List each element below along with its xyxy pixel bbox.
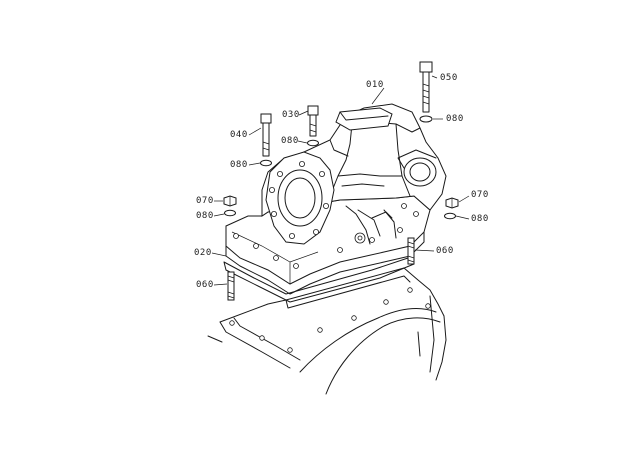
washer-080-top-center bbox=[307, 139, 319, 147]
bolt-030 bbox=[307, 105, 319, 137]
callout-070-left[interactable]: 070 bbox=[196, 196, 214, 206]
stud-060-right bbox=[407, 237, 415, 265]
front-flange-bore bbox=[265, 151, 335, 245]
callout-040[interactable]: 040 bbox=[230, 130, 248, 140]
stud-060-left bbox=[227, 271, 235, 301]
nut-070-right bbox=[445, 197, 459, 209]
callout-050[interactable]: 050 bbox=[440, 73, 458, 83]
callout-010[interactable]: 010 bbox=[366, 80, 384, 90]
washer-080-left-lower bbox=[224, 209, 236, 217]
callout-080-top-right[interactable]: 080 bbox=[446, 114, 464, 124]
bolt-040 bbox=[260, 113, 272, 157]
callout-020[interactable]: 020 bbox=[194, 248, 212, 258]
washer-080-right-lower bbox=[444, 212, 456, 220]
nut-070-left bbox=[223, 195, 237, 207]
callout-030[interactable]: 030 bbox=[282, 110, 300, 120]
bolt-050 bbox=[419, 61, 433, 113]
washer-080-left-upper bbox=[260, 159, 272, 167]
callout-080-left-lower[interactable]: 080 bbox=[196, 211, 214, 221]
washer-080-top-right bbox=[419, 115, 433, 123]
callout-060-right[interactable]: 060 bbox=[436, 246, 454, 256]
callout-060-left[interactable]: 060 bbox=[196, 280, 214, 290]
callout-080-right-lower[interactable]: 080 bbox=[471, 214, 489, 224]
callout-080-top-center[interactable]: 080 bbox=[281, 136, 299, 146]
callout-070-right[interactable]: 070 bbox=[471, 190, 489, 200]
engine-block-outline bbox=[207, 267, 447, 395]
leader-lines bbox=[211, 75, 470, 286]
callout-080-left-upper[interactable]: 080 bbox=[230, 160, 248, 170]
